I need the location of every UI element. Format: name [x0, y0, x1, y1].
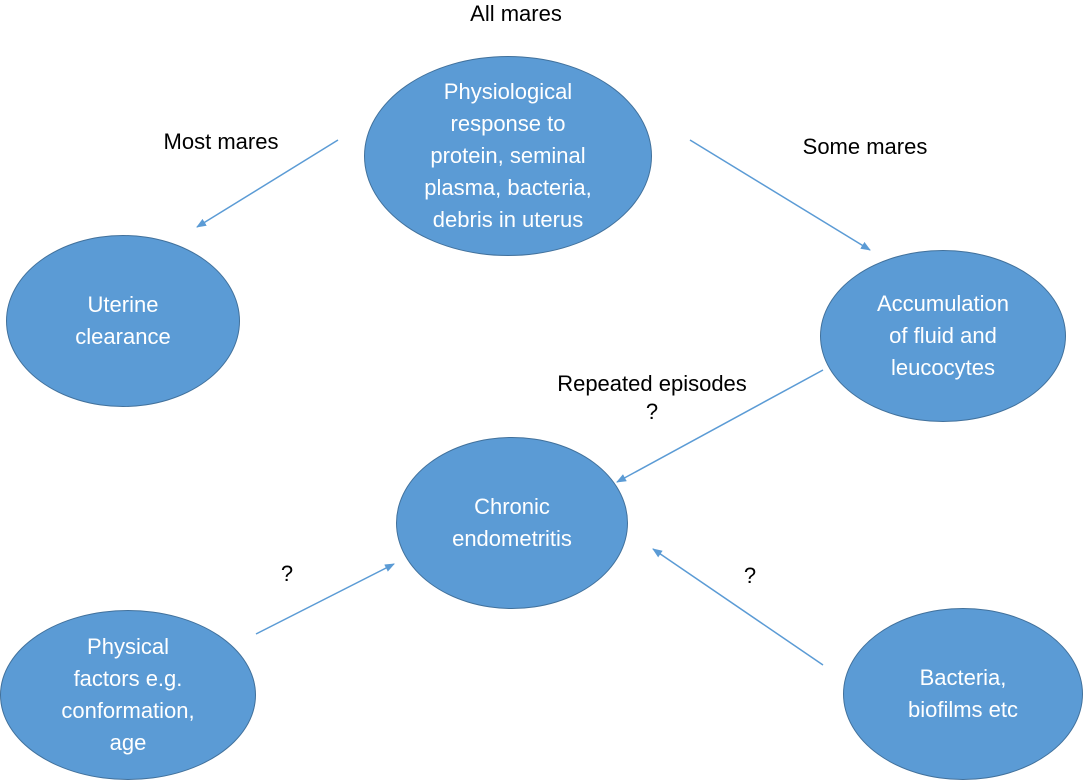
node-physiological-response: Physiological response to protein, semin… — [364, 56, 652, 256]
node-chronic-endometritis: Chronic endometritis — [396, 437, 628, 609]
arrow-bacteria-to-chronic — [652, 548, 824, 666]
label-all-mares: All mares — [470, 1, 562, 26]
node-uterine-clearance-text: Uterine clearance — [75, 292, 171, 349]
label-most-mares: Most mares — [163, 129, 279, 154]
label-question-right: ? — [743, 563, 757, 588]
node-accumulation: Accumulation of fluid and leucocytes — [820, 250, 1066, 422]
label-some-mares: Some mares — [802, 134, 928, 159]
node-bacteria-biofilms-text: Bacteria, biofilms etc — [907, 665, 1019, 722]
node-physical-factors: Physical factors e.g. conformation, age — [0, 610, 256, 780]
node-physiological-response-text: Physiological response to protein, semin… — [424, 79, 592, 232]
label-question-left: ? — [280, 561, 294, 586]
node-uterine-clearance: Uterine clearance — [6, 235, 240, 407]
arrow-accumulation-to-chronic — [616, 369, 824, 483]
arrow-physical-to-chronic — [255, 563, 395, 635]
node-chronic-endometritis-text: Chronic endometritis — [452, 494, 572, 551]
node-bacteria-biofilms: Bacteria, biofilms etc — [843, 608, 1083, 780]
arrow-to-accumulation — [689, 139, 871, 251]
arrow-to-uterine-clearance — [196, 139, 339, 228]
label-repeated-episodes: Repeated episodes ? — [557, 371, 747, 424]
node-physical-factors-text: Physical factors e.g. conformation, age — [61, 634, 195, 755]
node-accumulation-text: Accumulation of fluid and leucocytes — [876, 291, 1010, 380]
